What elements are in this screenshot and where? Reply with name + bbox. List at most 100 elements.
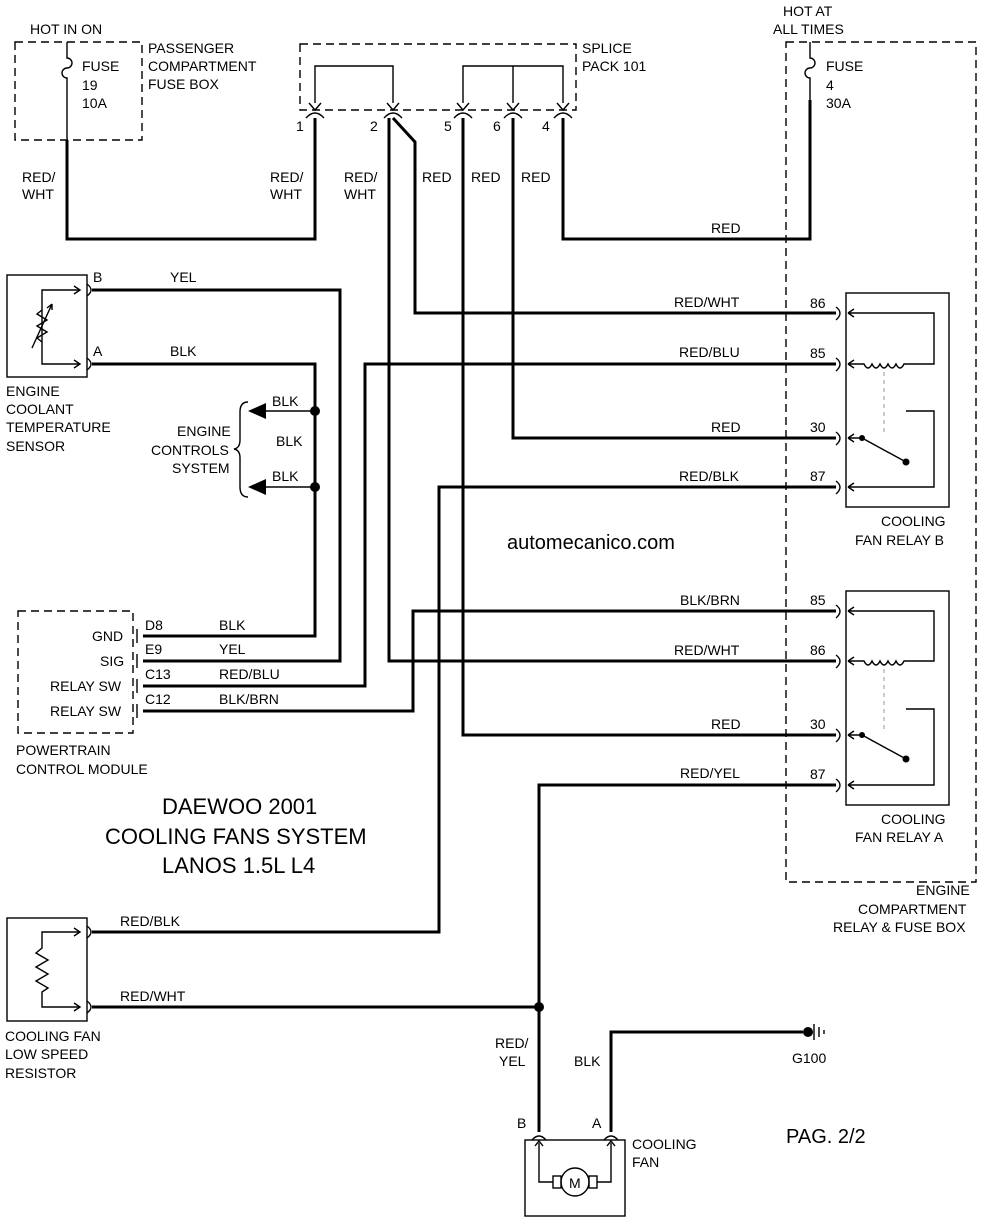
relay-b-pin-87: 87 (810, 468, 826, 484)
splice-pin-6: 6 (493, 118, 501, 134)
fuse19-symbol (61, 42, 73, 140)
fuse19-num: 19 (82, 77, 98, 93)
wire-label-red-relayb: RED (711, 419, 741, 435)
passenger-fuse-box (14, 41, 143, 141)
ecs-arrows (233, 401, 315, 498)
splice-bus-left (314, 65, 394, 103)
wire-label-red-wht-2b: WHT (270, 186, 302, 202)
wire-relayb87-to-resistor (92, 485, 836, 934)
relay-b-pin-86: 86 (810, 295, 826, 311)
fuse4-symbol (804, 42, 816, 100)
ect-label-2: COOLANT (6, 401, 74, 417)
pcm-pin-c12: C12 (145, 691, 171, 707)
wire-splice6-to-relayb30 (511, 118, 836, 440)
low-speed-resistor (6, 917, 92, 1022)
wire-label-blk-brn-relaya: BLK/BRN (680, 592, 740, 608)
pcm-term-gnd: GND (92, 628, 123, 644)
wire-label-red-yel-relaya: RED/YEL (680, 765, 740, 781)
wire-label-red-yel-fan-b: YEL (499, 1053, 526, 1069)
relay-a-pin-85: 85 (810, 592, 826, 608)
resistor-label-1: COOLING FAN (5, 1028, 101, 1044)
wire-ect-a-to-pcm-gnd (92, 362, 317, 638)
pcm-label-2: CONTROL MODULE (16, 761, 148, 777)
wire-label-red-fuse4: RED (711, 220, 741, 236)
ecs-label-3: SYSTEM (172, 460, 230, 476)
wire-label-red-wht-resistor: RED/WHT (120, 988, 186, 1004)
wire-label-red-yel-fan-a: RED/ (495, 1035, 529, 1051)
wire-label-red-wht-1a: RED/ (22, 169, 56, 185)
wire-label-blk-ect: BLK (170, 343, 197, 359)
wire-label-red-2: RED (471, 169, 501, 185)
relay-b-pin-30: 30 (810, 419, 826, 435)
wire-label-red-blk-resistor: RED/BLK (120, 913, 181, 929)
all-times-label: ALL TIMES (773, 21, 844, 37)
fuse19-amp: 10A (82, 95, 108, 111)
splice-label-2: PACK 101 (582, 58, 647, 74)
splice-pack-box (299, 43, 577, 111)
relay-a (835, 590, 950, 806)
watermark: automecanico.com (507, 532, 675, 554)
splice-dot-fan (534, 1002, 544, 1012)
wire-label-blk-brn-pcm: BLK/BRN (219, 691, 279, 707)
title-line-2: COOLING FANS SYSTEM (105, 824, 367, 849)
relay-a-pin-86: 86 (810, 642, 826, 658)
wires (65, 100, 836, 1132)
wire-label-blk-ecs-2: BLK (276, 433, 303, 449)
fuse19-name: FUSE (82, 58, 119, 74)
wire-label-red-3: RED (521, 169, 551, 185)
engine-box-label-2: COMPARTMENT (858, 901, 967, 917)
title-line-3: LANOS 1.5L L4 (162, 853, 315, 878)
ect-label-3: TEMPERATURE (6, 419, 111, 435)
wire-label-blk-fan: BLK (574, 1053, 601, 1069)
pcm-term-relay-sw-1: RELAY SW (50, 678, 122, 694)
resistor-label-2: LOW SPEED (5, 1046, 88, 1062)
engine-compartment-box (785, 41, 977, 883)
ect-sensor (6, 274, 92, 378)
fan-pin-a: A (592, 1115, 602, 1131)
fan-motor-symbol: M (569, 1175, 581, 1191)
wire-fuse19-to-splice1 (65, 118, 317, 241)
wire-label-red-relaya: RED (711, 716, 741, 732)
wire-fan-to-ground (609, 1030, 803, 1132)
wire-label-blk-pcm: BLK (219, 617, 246, 633)
ecs-label-1: ENGINE (177, 423, 231, 439)
ecs-label-2: CONTROLS (151, 442, 229, 458)
pcm-box (17, 610, 134, 734)
wire-pcm-to-relayb85 (143, 362, 836, 688)
pcm-pin-e9: E9 (145, 641, 162, 657)
relay-a-label-1: COOLING (881, 811, 946, 827)
fuse4-amp: 30A (826, 95, 852, 111)
wire-label-red-wht-2a: RED/ (270, 169, 304, 185)
relay-b-label-1: COOLING (881, 513, 946, 529)
splice-pin-5: 5 (444, 118, 452, 134)
wire-splice2-to-relayb86 (391, 116, 836, 315)
ect-pin-b: B (93, 269, 102, 285)
splice-pin-2: 2 (370, 118, 378, 134)
ect-pin-a: A (93, 343, 103, 359)
hot-in-on-label: HOT IN ON (30, 21, 102, 37)
pass-box-label-2: COMPARTMENT (148, 58, 257, 74)
engine-box-label-1: ENGINE (916, 882, 970, 898)
wire-label-yel-pcm: YEL (219, 641, 246, 657)
fan-label-2: FAN (632, 1154, 659, 1170)
relay-a-pin-30: 30 (810, 716, 826, 732)
relay-a-label-2: FAN RELAY A (855, 829, 944, 845)
fuse4-name: FUSE (826, 58, 863, 74)
wire-label-red-wht-3a: RED/ (344, 169, 378, 185)
relay-b-label-2: FAN RELAY B (855, 532, 944, 548)
wire-pcm-to-relaya85 (143, 609, 836, 713)
ground-icon (803, 1024, 825, 1040)
wire-label-blk-ecs-1: BLK (272, 393, 299, 409)
pcm-term-relay-sw-2: RELAY SW (50, 703, 122, 719)
splice-label-1: SPLICE (582, 40, 632, 56)
pcm-term-sig: SIG (100, 653, 124, 669)
pcm-pin-d8: D8 (145, 617, 163, 633)
wire-label-yel-ect: YEL (170, 269, 197, 285)
pass-box-label-3: FUSE BOX (148, 76, 219, 92)
ect-label-1: ENGINE (6, 383, 60, 399)
relay-b-pin-85: 85 (810, 345, 826, 361)
hot-at-label: HOT AT (783, 3, 833, 19)
ect-label-4: SENSOR (6, 438, 65, 454)
cooling-fan (524, 1135, 626, 1217)
